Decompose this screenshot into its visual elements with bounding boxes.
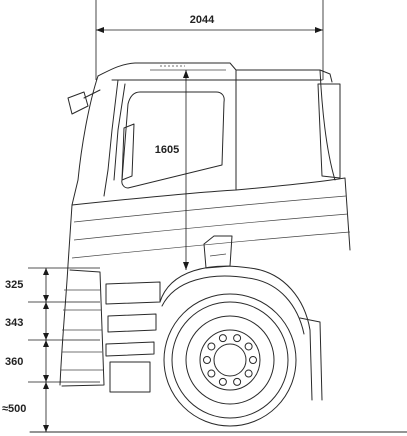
lug-nut (233, 334, 242, 343)
lug-nut (244, 342, 253, 351)
lug-nut (233, 377, 242, 386)
step-3-label: 360 (5, 356, 23, 368)
truck-cab-outline (59, 62, 351, 401)
cab-height-label: 1605 (155, 144, 179, 156)
front-wheel (163, 293, 297, 427)
lug-nut (207, 369, 216, 378)
lug-nut (218, 334, 227, 343)
wheel-lug-nuts (203, 334, 257, 386)
lug-nut (218, 377, 227, 386)
cab-length-label: 2044 (190, 14, 215, 26)
cab-height-dimension: 1605 (150, 70, 189, 270)
cab-length-dimension: 2044 (95, 0, 324, 80)
lug-nut (249, 356, 257, 364)
step-1-label: 325 (5, 279, 23, 291)
lug-nut (207, 342, 216, 351)
lug-nut (244, 369, 253, 378)
ground-to-step-label: ≈500 (2, 403, 26, 415)
step-2-label: 343 (5, 317, 23, 329)
step-height-dimensions: 325 343 360 ≈500 (2, 267, 100, 432)
lug-nut (203, 356, 211, 364)
